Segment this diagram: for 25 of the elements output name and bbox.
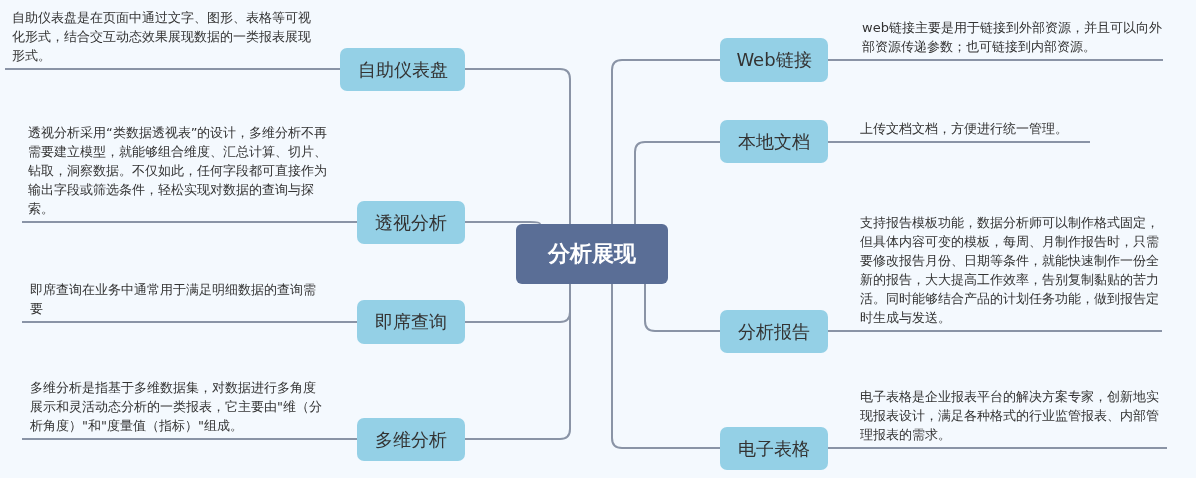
branch-line	[464, 283, 571, 440]
topic-description: 电子表格是企业报表平台的解决方案专家，创新地实现报表设计，满足各种格式的行业监管报表、内部管理报表的需求。	[828, 387, 1167, 449]
topic-label: 自助仪表盘	[357, 57, 448, 82]
topic-description: 支持报告模板功能，数据分析师可以制作格式固定，但具体内容可变的模板，每周、月制作报告时，只需要修改报告月份、日期等条件，就能快速制作一份全新的报告，大大提高工作效率，告别复制黏贴的苦力活。同时能够结合产品的计划任务功能，做到报告定时生成与发送。	[828, 213, 1162, 332]
topic-label: 分析报告	[738, 319, 810, 344]
branch-line	[611, 59, 721, 225]
central-topic-label: 分析展现	[548, 240, 636, 268]
branch-line	[634, 141, 721, 225]
topic-description: web链接主要是用于链接到外部资源，并且可以向外部资源传递参数；也可链接到内部资源。	[828, 18, 1163, 61]
topic-label: 电子表格	[738, 436, 810, 461]
branch-line	[644, 283, 721, 332]
topic-label: 多维分析	[375, 427, 447, 452]
topic-label: 即席查询	[375, 310, 447, 334]
topic-label: 本地文档	[738, 129, 810, 154]
topic-description: 多维分析是指基于多维数据集，对数据进行多角度展示和灵活动态分析的一类报表，它主要由"维（分析角度）"和"度量值（指标）"组成。	[22, 378, 357, 440]
branch-line	[611, 283, 721, 449]
topic-description: 自助仪表盘是在页面中通过文字、图形、表格等可视化形式，结合交互动态效果展现数据的一类报表展现形式。	[5, 8, 340, 70]
topic-description: 即席查询在业务中通常用于满足明细数据的查询需要	[22, 280, 357, 323]
branch-line	[464, 221, 541, 225]
topic-description: 上传文档文档，方便进行统一管理。	[828, 119, 1090, 143]
topic-label: 透视分析	[375, 210, 447, 235]
branch-line	[464, 68, 571, 225]
central-topic-box	[516, 224, 668, 284]
topic-description: 透视分析采用“类数据透视表”的设计，多维分析不再需要建立模型，就能够组合维度、汇总计算、切片、钻取，洞察数据。不仅如此，任何字段都可直接作为输出字段或筛选条件，轻松实现对数据的查询与探索。	[22, 123, 357, 223]
topic-label: Web链接	[736, 48, 812, 72]
